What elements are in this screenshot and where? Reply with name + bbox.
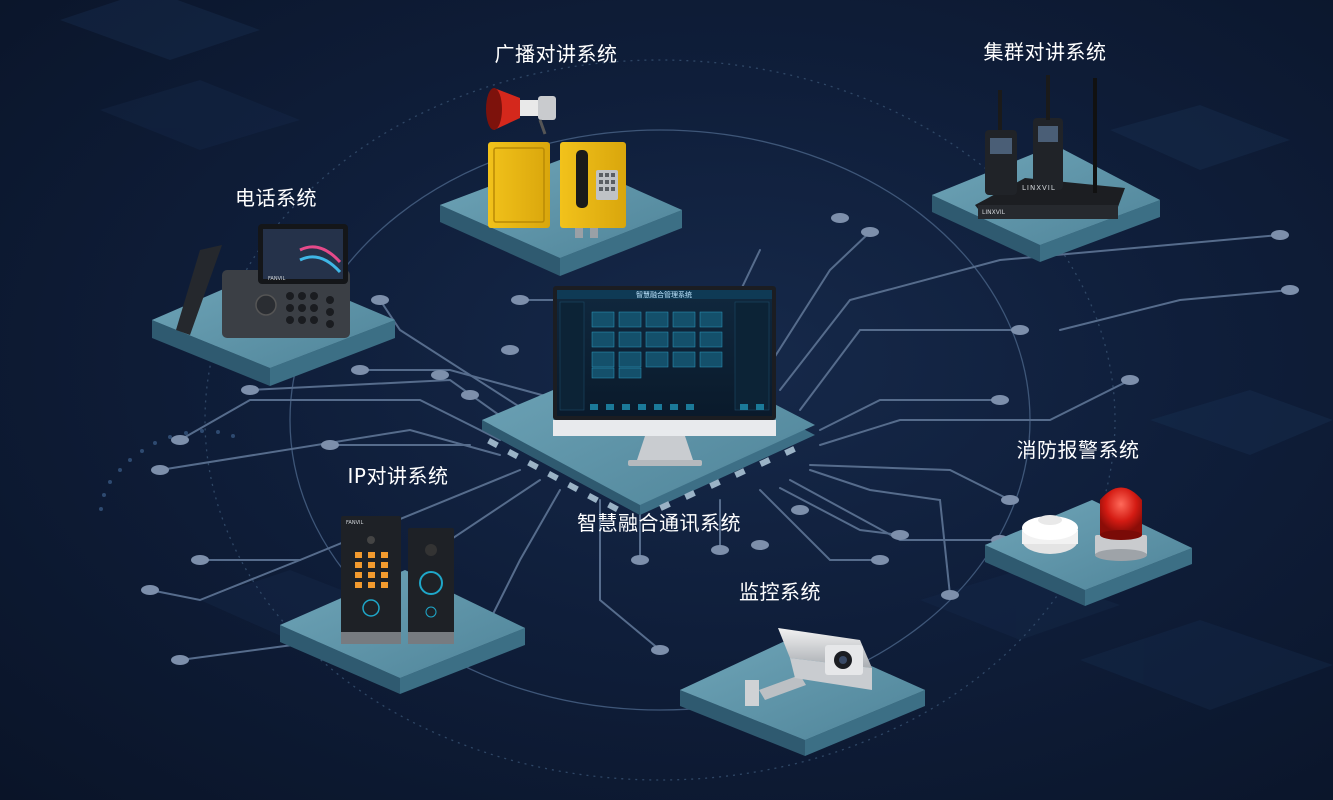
node-label-broadcast: 广播对讲系统 <box>494 42 618 66</box>
monitor-graphic <box>553 286 776 466</box>
camera-graphic <box>745 628 872 706</box>
weatherproof-phone-graphic <box>488 142 626 238</box>
chip-pins <box>487 438 796 512</box>
alarm-devices-graphic <box>1022 487 1147 561</box>
desk-phone-graphic <box>176 224 350 338</box>
horn-speaker-graphic <box>486 88 556 135</box>
surveillance-platform <box>680 634 925 756</box>
circuit-nodes <box>141 213 1299 665</box>
dotted-arc <box>99 429 235 511</box>
node-label-telephone: 电话系统 <box>235 186 317 210</box>
door-intercom-graphic <box>341 516 454 644</box>
phone-brand: FANVIL <box>268 276 286 282</box>
router-radio-graphic <box>975 75 1125 219</box>
router-brand-front: LINXVIL <box>982 209 1005 216</box>
node-label-ip-intercom: IP对讲系统 <box>347 464 449 488</box>
hub-label: 智慧融合通讯系统 <box>577 511 741 535</box>
monitor-screen-title: 智慧融合管理系统 <box>636 291 692 299</box>
node-label-fire-alarm: 消防报警系统 <box>1016 438 1140 462</box>
router-brand-top: LINXVIL <box>1022 184 1056 192</box>
node-label-trunking: 集群对讲系统 <box>983 40 1107 64</box>
intercom-brand: FANVIL <box>346 520 364 526</box>
node-label-surveillance: 监控系统 <box>739 580 821 604</box>
